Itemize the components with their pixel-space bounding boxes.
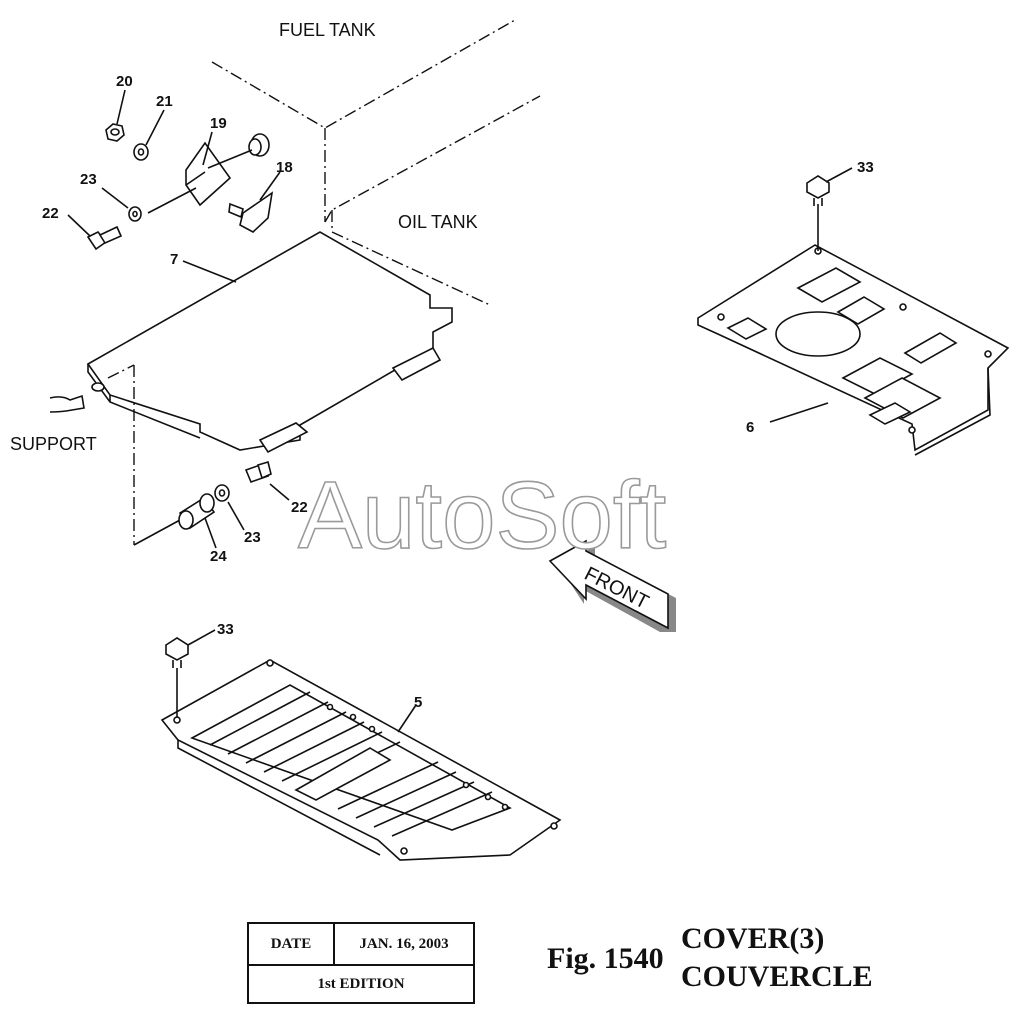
callout-23: 23 [244,529,261,546]
date-value: JAN. 16, 2003 [359,935,449,952]
callout-5: 5 [414,694,422,711]
front-arrow [548,539,676,632]
callout-18: 18 [276,159,293,176]
figure-number: Fig. 1540 [547,942,664,975]
hardware-cluster-bottom [178,460,272,530]
support-label: SUPPORT [10,434,97,454]
callout-22: 22 [291,499,308,516]
callout-20: 20 [116,73,133,90]
callout-21: 21 [156,93,173,110]
callout-22: 22 [42,205,59,222]
guide-lines [107,364,181,546]
callout-6: 6 [746,419,754,436]
edition-label: 1st EDITION [317,975,405,992]
callout-33: 33 [217,621,234,638]
edition-box: DATE JAN. 16, 2003 1st EDITION [247,922,475,1004]
cover-plate-6 [697,175,1010,456]
figure-title-fr: COUVERCLE [681,960,873,993]
callout-7: 7 [170,251,178,268]
callout-24: 24 [210,548,227,565]
callout-33: 33 [857,159,874,176]
hardware-cluster-top [86,123,274,251]
callout-23: 23 [80,171,97,188]
fuel-tank-label: FUEL TANK [279,20,376,40]
date-label: DATE [249,924,335,964]
leader-lines [67,89,853,733]
figure-title-en: COVER(3) [681,922,825,955]
watermark: AutoSoft [298,462,666,569]
tank-outline [211,19,541,306]
cover-plate-7 [49,231,453,454]
cover-plate-5 [160,637,562,861]
oil-tank-label: OIL TANK [398,212,478,232]
callout-19: 19 [210,115,227,132]
